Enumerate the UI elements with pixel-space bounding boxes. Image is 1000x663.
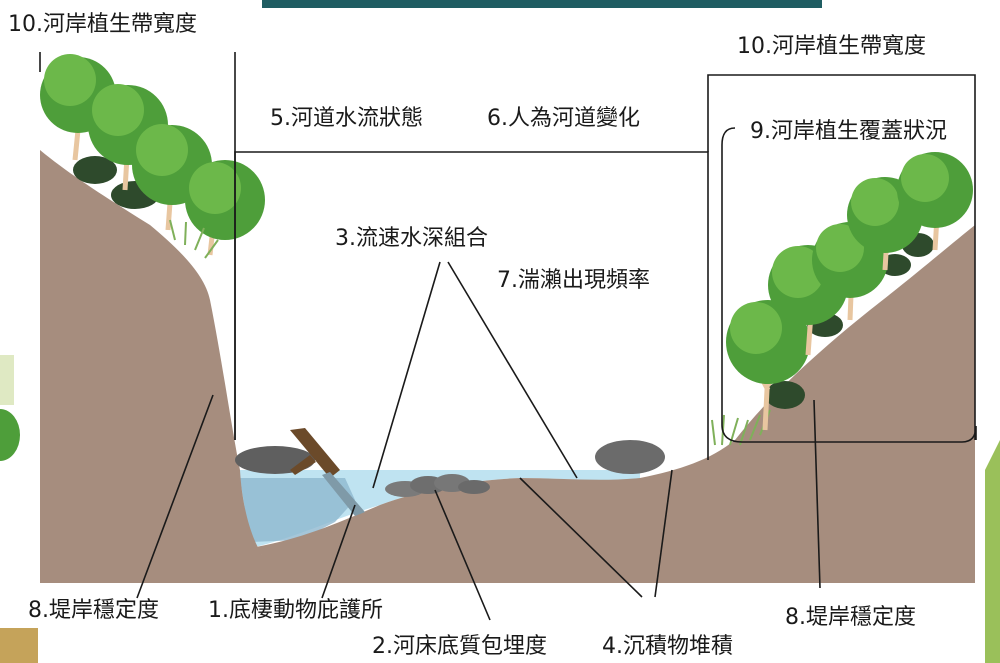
top-banner-strip bbox=[262, 0, 822, 8]
benthic-shelter-line bbox=[321, 504, 356, 599]
right-edge-decor bbox=[985, 440, 1000, 663]
label-sediment-deposition: 4.沉積物堆積 bbox=[602, 634, 733, 659]
left-bank bbox=[40, 150, 262, 583]
pebble-4 bbox=[458, 480, 490, 494]
left-trees bbox=[40, 54, 265, 259]
fallen-log-branch bbox=[290, 455, 316, 475]
left-edge-decor bbox=[0, 355, 14, 405]
rock-right bbox=[595, 440, 665, 474]
label-riffle-frequency: 7.湍瀨出現頻率 bbox=[497, 268, 650, 293]
sediment-line-a bbox=[519, 477, 643, 598]
flow-status-bracket bbox=[234, 151, 709, 460]
label-riparian-cover: 9.河岸植生覆蓋狀況 bbox=[750, 119, 947, 144]
velocity-depth-line-a bbox=[372, 261, 441, 489]
embeddedness-line bbox=[434, 489, 491, 621]
label-bank-stability-right: 8.堤岸穩定度 bbox=[785, 605, 916, 630]
label-channel-alteration: 6.人為河道變化 bbox=[487, 106, 640, 131]
bank-stability-right-line bbox=[813, 399, 821, 589]
label-bank-stability-left: 8.堤岸穩定度 bbox=[28, 598, 159, 623]
riparian-width-right-bracket bbox=[707, 74, 976, 440]
label-velocity-depth: 3.流速水深組合 bbox=[335, 226, 488, 251]
water-deep bbox=[240, 478, 355, 542]
label-riparian-width-left: 10.河岸植生帶寬度 bbox=[8, 12, 197, 37]
fallen-log bbox=[290, 428, 340, 478]
annotation-lines bbox=[39, 52, 977, 621]
label-embeddedness: 2.河床底質包埋度 bbox=[372, 634, 547, 659]
label-flow-status: 5.河道水流狀態 bbox=[270, 106, 423, 131]
bottom-left-decor bbox=[0, 628, 38, 663]
left-edge-leaf bbox=[0, 409, 20, 461]
riparian-cover-bracket bbox=[721, 127, 977, 443]
bank-stability-left-line bbox=[136, 394, 214, 599]
label-riparian-width-right: 10.河岸植生帶寬度 bbox=[737, 34, 926, 59]
sediment-line-b bbox=[654, 469, 673, 598]
velocity-depth-line-b bbox=[447, 261, 578, 479]
right-trees bbox=[711, 152, 973, 446]
label-benthic-shelter: 1.底棲動物庇護所 bbox=[208, 598, 383, 623]
